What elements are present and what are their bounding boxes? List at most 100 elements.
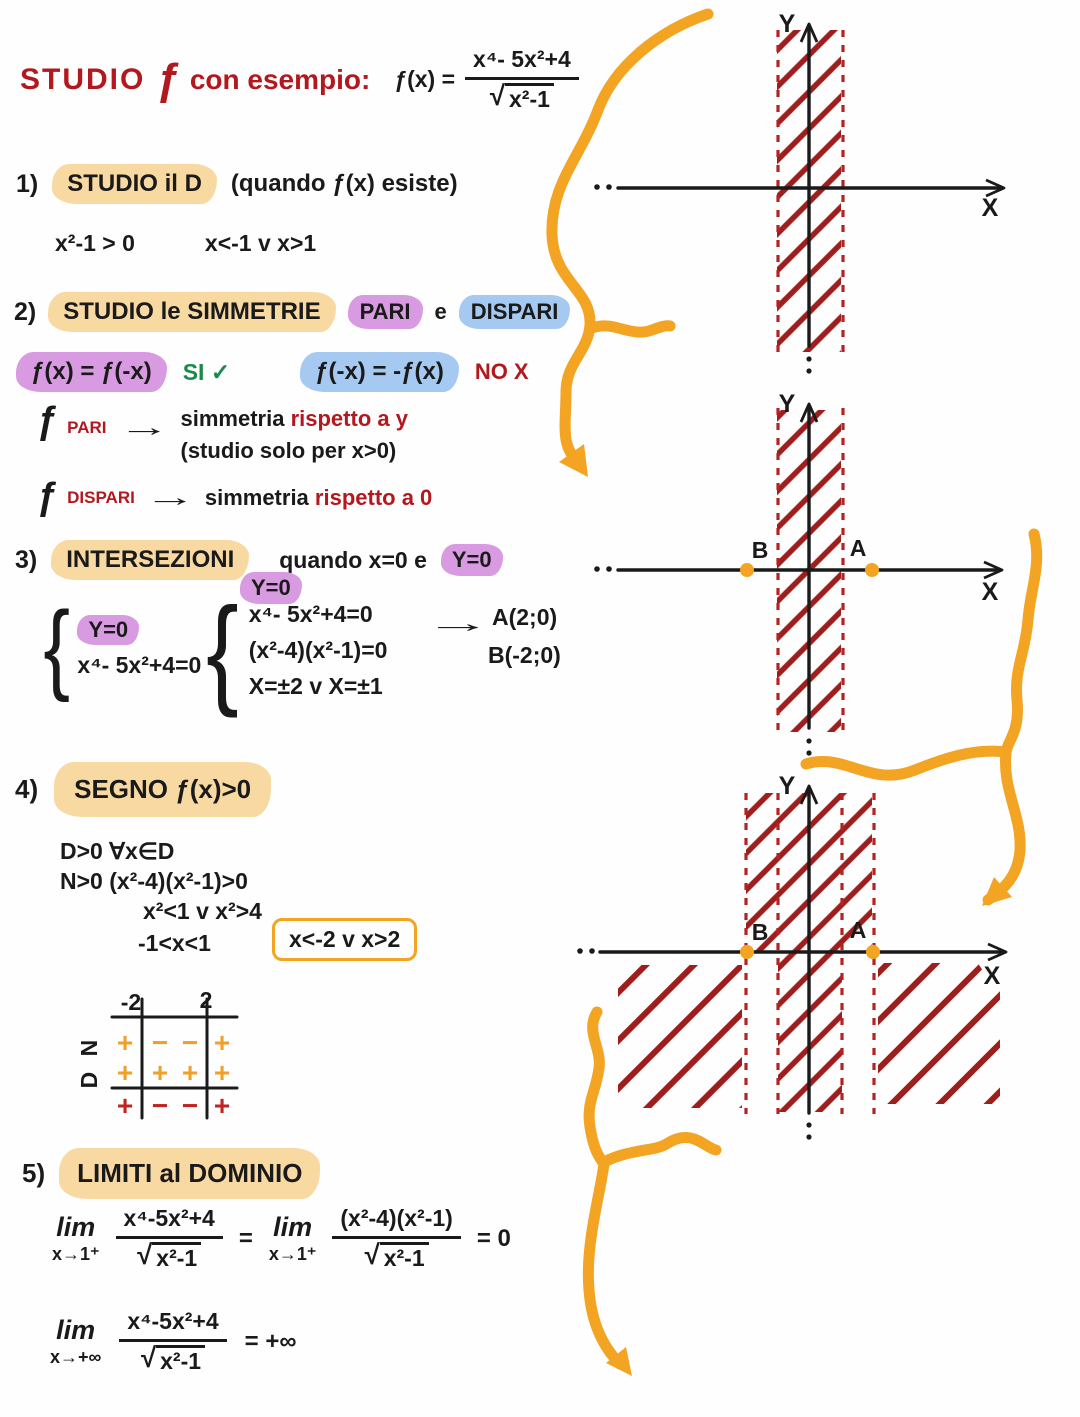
section-1-header: 1) STUDIO il D (quando ƒ(x) esiste)	[16, 164, 458, 204]
even-symmetry-text: simmetria rispetto a y (studio solo per …	[181, 406, 408, 464]
lim-word: lim	[56, 1315, 96, 1346]
limit-2: lim x→+∞ x⁴-5x²+4 √x²-1 = +∞	[50, 1308, 296, 1375]
lim-subscript: x→+∞	[50, 1347, 102, 1368]
section-5-number: 5)	[22, 1158, 46, 1188]
lim-word: lim	[56, 1212, 96, 1243]
axis-ellipsis-dot	[806, 1134, 812, 1140]
n-cell: −	[182, 1027, 198, 1058]
y0-chip-system: Y=0	[240, 572, 302, 604]
point-a-label: A	[850, 917, 867, 943]
system-a: { Y=0 x⁴- 5x²+4=0	[40, 591, 202, 703]
brace: {	[43, 591, 71, 703]
limit-1: lim x→1⁺ x⁴-5x²+4 √x²-1 = lim x→1⁺ (x²-4…	[52, 1205, 511, 1272]
limit-operator: lim x→1⁺	[52, 1212, 100, 1264]
n-cell: −	[152, 1027, 168, 1058]
y-axis-label: Y	[779, 772, 796, 800]
graphs-panel: Y X B A Y X	[546, 8, 1043, 1376]
sign-line-1: D>0 ∀x∈D	[60, 838, 175, 864]
y0-chip: Y=0	[440, 544, 503, 576]
squiggle-stroke	[582, 1006, 626, 1370]
graph-sign: B A Y X	[577, 772, 1008, 1140]
radical-sign: √	[489, 79, 506, 111]
system-b: { x⁴- 5x²+4=0 (x²-4)(x²-1)=0 X=±2 v X=±1	[202, 582, 387, 718]
section-3-number: 3)	[15, 545, 38, 574]
axis-ellipsis-dot	[606, 566, 612, 572]
section-1-chip: STUDIO il D	[52, 164, 217, 204]
fraction-numerator: x⁴-5x²+4	[115, 1205, 223, 1239]
section-2-number: 2)	[14, 297, 37, 326]
result-arrow: →	[424, 608, 492, 638]
section-1-note: (quando ƒ(x) esiste)	[230, 170, 458, 197]
d-cell: +	[117, 1057, 133, 1088]
sign-line-2: N>0 (x²-4)(x²-1)>0	[60, 868, 248, 894]
symmetry-line-2: simmetria rispetto a 0	[205, 485, 432, 511]
pari-chip: PARI	[347, 295, 423, 329]
radicand: x²-1	[505, 82, 554, 114]
fraction-numerator: (x²-4)(x²-1)	[332, 1205, 461, 1239]
system-a-y0: Y=0	[77, 615, 140, 645]
fraction-numerator: x⁴-5x²+4	[119, 1308, 227, 1342]
n-cell: +	[214, 1027, 230, 1058]
rispetto-0-text: rispetto a 0	[314, 484, 433, 510]
axis-ellipsis-dot	[806, 750, 812, 756]
row-label-d: D	[76, 1072, 102, 1089]
no-x: NO X	[474, 359, 529, 384]
result-cell: +	[214, 1090, 230, 1121]
section-2-header: 2) STUDIO le SIMMETRIE PARI e DISPARI	[14, 292, 571, 332]
limit-fraction: x⁴-5x²+4 √x²-1	[115, 1205, 223, 1272]
symmetry-line-1: simmetria rispetto a y	[181, 406, 408, 432]
y-axis-label: Y	[779, 390, 796, 418]
divider-squiggle-top	[546, 8, 714, 477]
point-b-label: B	[752, 537, 769, 563]
limit-operator: lim x→1⁺	[268, 1212, 317, 1265]
section-2-chip: STUDIO le SIMMETRIE	[48, 292, 336, 332]
sign-table: -2 2 N D + − − + + + + + + − − +	[76, 987, 239, 1121]
title-fx: ƒ(x) =	[394, 66, 456, 93]
limit-fraction: (x²-4)(x²-1) √x²-1	[332, 1205, 461, 1273]
fraction-numerator: x⁴- 5x²+4	[465, 46, 579, 80]
point-a-dot	[866, 945, 880, 959]
axis-ellipsis-dot	[577, 948, 583, 954]
fraction-denominator: √x²-1	[365, 1239, 429, 1273]
even-symmetry-line: ƒ PARI → simmetria rispetto a y (studio …	[36, 400, 408, 464]
lim-word: lim	[273, 1212, 313, 1243]
point-b-dot	[740, 945, 754, 959]
axis-ellipsis-dot	[594, 184, 600, 190]
axis-ellipsis-dot	[806, 738, 812, 744]
sign-line-3: x²<1 v x²>4	[143, 898, 262, 924]
radical-sign: √	[140, 1341, 157, 1373]
axis-ellipsis-dot	[806, 1122, 812, 1128]
title-studio: STUDIO	[20, 62, 146, 96]
graph-domain: Y X	[594, 10, 1006, 374]
script-f: ƒ	[36, 400, 58, 442]
limit-result: = +∞	[244, 1327, 297, 1355]
section-4-number: 4)	[15, 774, 39, 804]
script-f: ƒ	[36, 476, 58, 519]
d-cell: +	[182, 1057, 198, 1088]
domain-solution: x<-1 v x>1	[204, 230, 317, 256]
rispetto-y-text: rispetto a y	[290, 406, 408, 431]
lim-subscript: x→1⁺	[268, 1244, 317, 1265]
y-arrowhead	[799, 784, 819, 805]
y-axis-label: Y	[779, 10, 796, 38]
y-arrowhead	[799, 22, 819, 43]
x-axis-label: X	[982, 194, 999, 222]
section-4-chip: SEGNO ƒ(x)>0	[54, 762, 272, 817]
excluded-right-below	[878, 963, 1000, 1104]
row-label-n: N	[76, 1040, 102, 1057]
squiggle-branch	[598, 1132, 722, 1168]
sign-line-4: -1<x<1	[138, 930, 211, 956]
point-a-label: A	[850, 535, 867, 561]
fraction-denominator: √x²-1	[490, 80, 554, 114]
study-note: (studio solo per x>0)	[180, 438, 397, 463]
axis-ellipsis-dot	[806, 356, 812, 362]
right-arrow: →	[143, 482, 196, 512]
brace: {	[206, 582, 239, 718]
system-a-equation: x⁴- 5x²+4=0	[77, 652, 202, 678]
equals-sign: =	[238, 1224, 253, 1252]
squiggle-stroke	[546, 8, 714, 468]
result-cell: −	[182, 1090, 198, 1121]
axis-ellipsis-dot	[806, 368, 812, 374]
solution-box: x<-2 v x>2	[272, 918, 418, 961]
limit-operator: lim x→+∞	[50, 1315, 102, 1368]
